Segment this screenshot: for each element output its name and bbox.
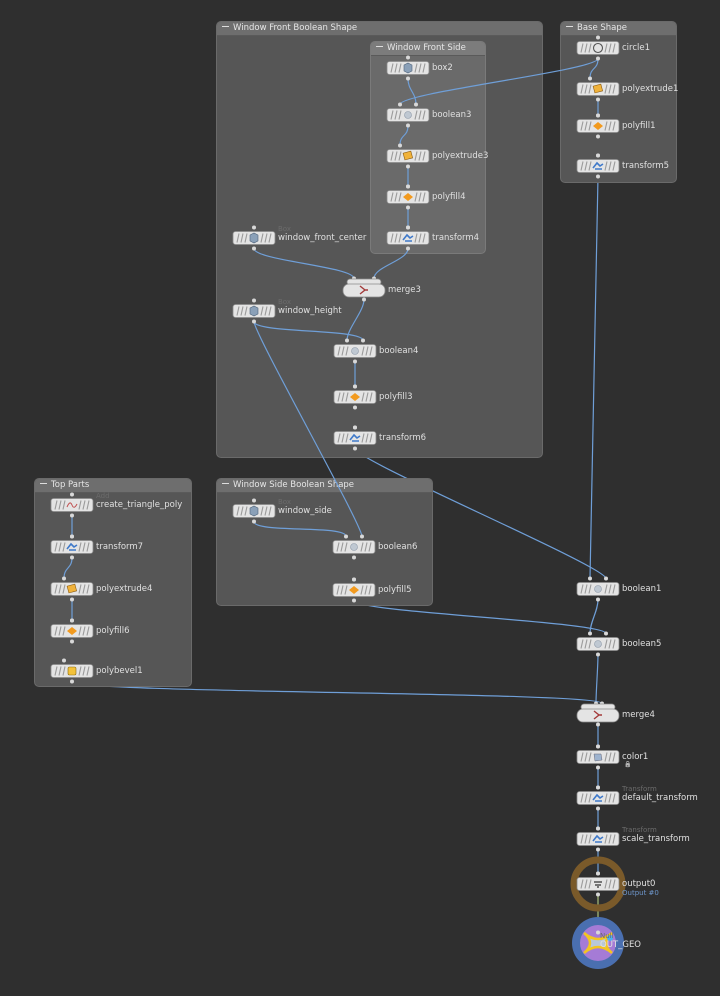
network-box-top-parts[interactable]: Top Parts bbox=[34, 478, 192, 687]
node-name-label[interactable]: merge4 bbox=[622, 710, 655, 720]
collapse-icon[interactable] bbox=[222, 482, 229, 485]
node-name-label[interactable]: boolean5 bbox=[622, 639, 662, 649]
node-type-label: Box bbox=[278, 498, 292, 506]
network-box-header[interactable]: Base Shape bbox=[561, 22, 676, 36]
network-box-header[interactable]: Window Side Boolean Shape bbox=[217, 479, 432, 493]
node-name-label[interactable]: polyfill1 bbox=[622, 121, 656, 131]
node-name-label[interactable]: polyextrude1 bbox=[622, 84, 679, 94]
node-type-label: Box bbox=[278, 298, 292, 306]
node-name-label[interactable]: polyfill6 bbox=[96, 626, 130, 636]
node-name-label[interactable]: color1 bbox=[622, 752, 649, 762]
network-box-header[interactable]: Top Parts bbox=[35, 479, 191, 493]
wire-boolean1-to-boolean5[interactable] bbox=[589, 599, 599, 634]
node-name-label[interactable]: polyfill5 bbox=[378, 585, 412, 595]
collapse-icon[interactable] bbox=[566, 25, 573, 28]
network-box-title: Top Parts bbox=[51, 480, 90, 490]
node-type-label: Box bbox=[278, 225, 292, 233]
node-name-label[interactable]: boolean6 bbox=[378, 542, 418, 552]
network-box-title: Window Side Boolean Shape bbox=[233, 480, 355, 490]
node-name-label[interactable]: window_height bbox=[278, 306, 342, 316]
wire-boolean5-to-merge4[interactable] bbox=[595, 654, 599, 704]
node-name-label[interactable]: transform7 bbox=[96, 542, 144, 552]
network-box-title: Base Shape bbox=[577, 23, 628, 33]
node-name-label[interactable]: polyextrude3 bbox=[432, 151, 489, 161]
node-name-label[interactable]: OUT_GEO bbox=[600, 940, 642, 950]
node-name-label[interactable]: boolean4 bbox=[379, 346, 419, 356]
node-name-label[interactable]: scale_transform bbox=[622, 834, 690, 844]
network-box-window-front-side[interactable]: Window Front Side bbox=[370, 41, 486, 254]
network-box-header[interactable]: Window Front Side bbox=[371, 42, 485, 56]
node-type-label: Add bbox=[96, 492, 110, 500]
node-name-label[interactable]: polyfill4 bbox=[432, 192, 466, 202]
node-name-label[interactable]: boolean1 bbox=[622, 584, 662, 594]
node-name-label[interactable]: polyextrude4 bbox=[96, 584, 153, 594]
node-name-label[interactable]: default_transform bbox=[622, 793, 698, 803]
node-name-label[interactable]: merge3 bbox=[388, 285, 421, 295]
node-name-label[interactable]: boolean3 bbox=[432, 110, 472, 120]
node-name-label[interactable]: circle1 bbox=[622, 43, 651, 53]
node-type-label: Transform bbox=[622, 826, 657, 834]
network-box-header[interactable]: Window Front Boolean Shape bbox=[217, 22, 542, 36]
node-name-label[interactable]: output0 bbox=[622, 879, 656, 889]
node-name-label[interactable]: transform6 bbox=[379, 433, 427, 443]
node-name-label[interactable]: window_side bbox=[278, 506, 332, 516]
wire-transform5-to-boolean1[interactable] bbox=[589, 176, 599, 579]
node-name-label[interactable]: polyfill3 bbox=[379, 392, 413, 402]
lock-icon[interactable]: 🔒 bbox=[624, 761, 632, 768]
node-type-label: Transform bbox=[622, 785, 657, 793]
network-box-title: Window Front Boolean Shape bbox=[233, 23, 358, 33]
node-name-label[interactable]: transform5 bbox=[622, 161, 670, 171]
node-name-label[interactable]: box2 bbox=[432, 63, 453, 73]
node-name-label[interactable]: transform4 bbox=[432, 233, 480, 243]
node-name-label[interactable]: polybevel1 bbox=[96, 666, 143, 676]
collapse-icon[interactable] bbox=[222, 25, 229, 28]
output-index-label: Output #0 bbox=[622, 889, 659, 897]
collapse-icon[interactable] bbox=[376, 45, 383, 48]
collapse-icon[interactable] bbox=[40, 482, 47, 485]
node-type-label: Null bbox=[600, 932, 614, 940]
node-name-label[interactable]: window_front_center bbox=[278, 233, 367, 243]
network-box-base-shape[interactable]: Base Shape bbox=[560, 21, 677, 183]
network-box-title: Window Front Side bbox=[387, 43, 466, 53]
node-name-label[interactable]: create_triangle_poly bbox=[96, 500, 183, 510]
